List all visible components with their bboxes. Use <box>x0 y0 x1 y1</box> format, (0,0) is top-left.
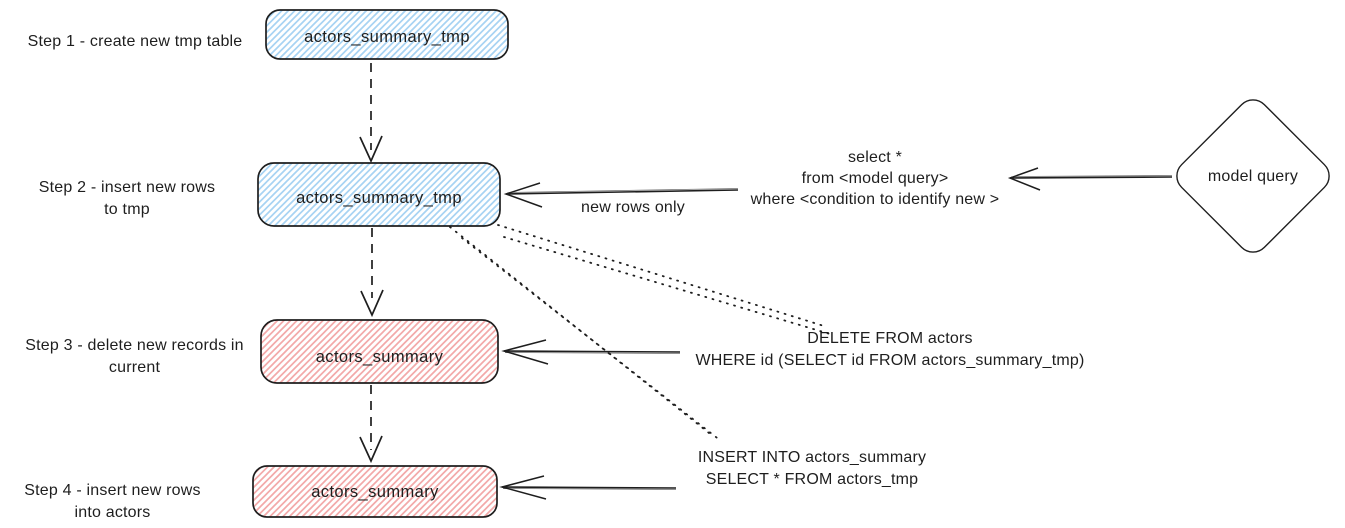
arrowhead-left-icon <box>1007 167 1041 191</box>
dashed-flow-arrows <box>359 63 384 464</box>
solid-annotation-arrows <box>499 167 1173 500</box>
arrow-select-to-step2 <box>505 189 739 195</box>
delete-query-annotation: DELETE FROM actors WHERE id (SELECT id F… <box>680 328 1100 372</box>
step-2-label-line2: to tmp <box>104 201 150 218</box>
step-3-node-box <box>260 319 499 384</box>
arrowhead-down-icon <box>359 435 383 464</box>
dotted-reference-connectors <box>449 224 831 442</box>
delete-query-line2: WHERE id (SELECT id FROM actors_summary_… <box>695 352 1085 369</box>
model-query-diamond <box>1176 99 1330 253</box>
step-4-label-line2: into actors <box>74 504 151 521</box>
step-2-node-box <box>257 162 501 227</box>
select-query-annotation: select * from <model query> where <condi… <box>720 147 1030 210</box>
arrowhead-down-icon <box>360 289 384 318</box>
select-query-line2: from <model query> <box>801 170 949 187</box>
step-4-label-line1: Step 4 - insert new rows <box>24 482 201 499</box>
arrowhead-left-icon <box>499 475 547 500</box>
insert-query-line1: INSERT INTO actors_summary <box>697 449 927 466</box>
select-query-line1: select * <box>847 149 903 166</box>
dotted-connector-step2-delete <box>503 236 831 335</box>
arrowhead-left-icon <box>503 182 543 208</box>
step-2-label: Step 2 - insert new rows to tmp <box>17 177 237 221</box>
arrowhead-down-icon <box>359 135 383 164</box>
arrow-modelquery-to-select <box>1009 176 1173 179</box>
insert-query-annotation: INSERT INTO actors_summary SELECT * FROM… <box>662 447 962 491</box>
step-3-label: Step 3 - delete new records in current <box>12 335 257 379</box>
select-query-line3: where <condition to identify new > <box>750 191 1000 208</box>
step-4-label: Step 4 - insert new rows into actors <box>5 480 220 524</box>
arrow-sketch-stroke <box>504 352 681 354</box>
step-2-label-line1: Step 2 - insert new rows <box>38 179 216 196</box>
dotted-connector-step2-insert <box>461 237 722 442</box>
insert-query-line2: SELECT * FROM actors_tmp <box>705 471 919 488</box>
arrow-sketch-stroke <box>506 188 739 193</box>
step-1-node-box <box>265 9 509 60</box>
arrow-insert-to-step4 <box>501 486 677 489</box>
arrow-delete-to-step3 <box>503 350 681 353</box>
arrow-sketch-stroke <box>502 488 677 490</box>
delete-query-line1: DELETE FROM actors <box>807 330 973 347</box>
step-3-label-line2: current <box>108 359 161 376</box>
dotted-connector-step2-delete <box>497 224 825 327</box>
step-4-node-box <box>252 465 498 518</box>
step-3-label-line1: Step 3 - delete new records in <box>25 337 244 354</box>
arrowhead-left-icon <box>501 339 549 365</box>
arrow-sketch-stroke <box>1010 175 1173 177</box>
